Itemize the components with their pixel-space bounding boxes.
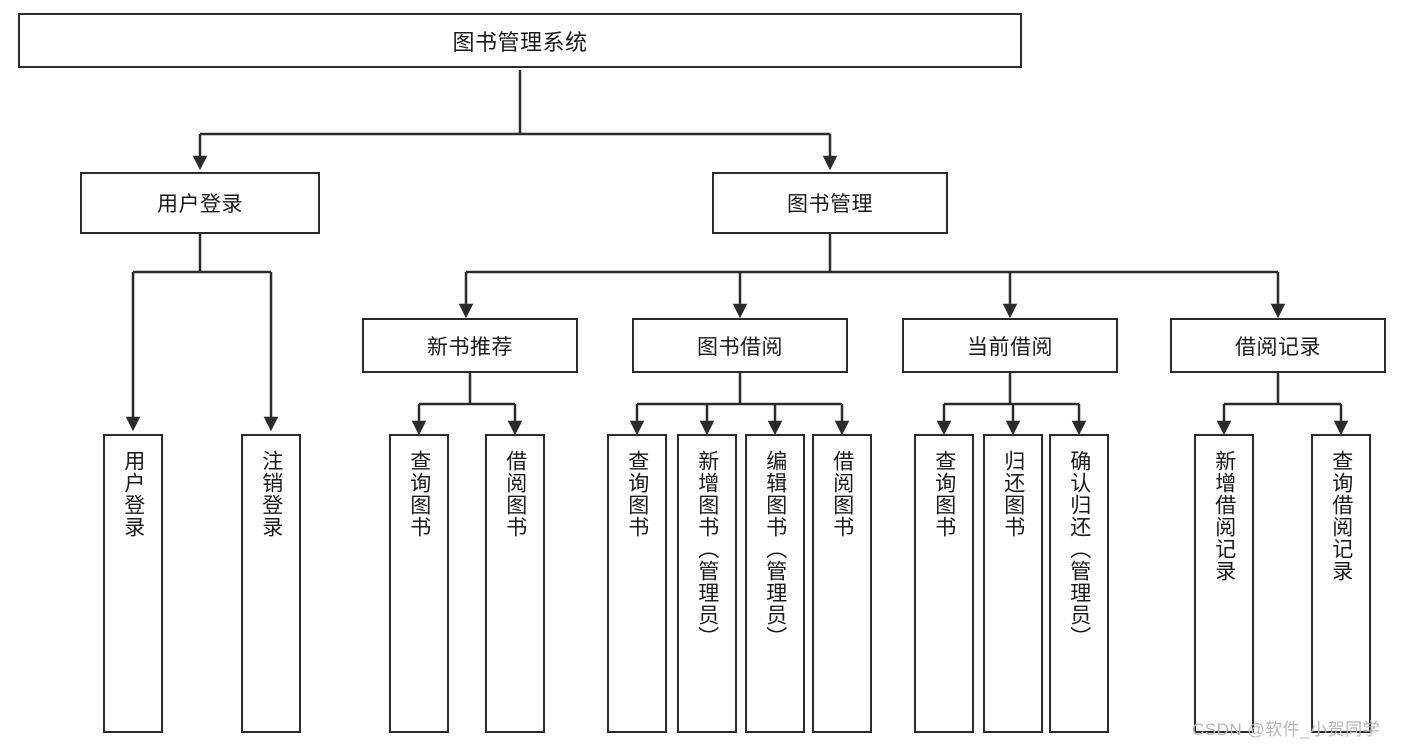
leaf-confirm-return-admin-label: 确认归还（管理员） [1067,450,1091,648]
leaf-logout-label: 注销登录 [259,450,283,538]
leaf-return-book[interactable]: 归还图书 [983,434,1043,733]
node-book-borrow-label: 图书借阅 [697,335,783,359]
node-user-login[interactable]: 用户登录 [80,172,320,234]
leaf-borrow-book-recommend[interactable]: 借阅图书 [485,434,545,733]
leaf-logout[interactable]: 注销登录 [241,434,301,733]
leaf-add-borrow-record[interactable]: 新增借阅记录 [1194,434,1254,733]
leaf-borrow-book-recommend-label: 借阅图书 [503,450,527,538]
node-user-login-label: 用户登录 [157,193,243,216]
node-new-book-recommend-label: 新书推荐 [427,335,513,359]
leaf-user-login-label: 用户登录 [121,450,145,538]
leaf-confirm-return-admin[interactable]: 确认归还（管理员） [1049,434,1109,733]
leaf-query-book-borrow[interactable]: 查询图书 [607,434,667,733]
leaf-add-borrow-record-label: 新增借阅记录 [1212,450,1236,582]
leaf-query-book-current[interactable]: 查询图书 [914,434,974,733]
node-root-label: 图书管理系统 [452,29,588,55]
node-book-management-label: 图书管理 [787,193,873,216]
node-root[interactable]: 图书管理系统 [18,13,1022,68]
leaf-edit-book-admin[interactable]: 编辑图书（管理员） [745,434,805,733]
leaf-query-book-recommend-label: 查询图书 [407,450,431,538]
node-book-management[interactable]: 图书管理 [712,172,948,234]
node-borrow-record[interactable]: 借阅记录 [1170,318,1386,373]
leaf-add-book-admin-label: 新增图书（管理员） [695,450,719,648]
node-current-borrow[interactable]: 当前借阅 [902,318,1118,373]
node-borrow-record-label: 借阅记录 [1235,335,1321,359]
leaf-add-book-admin[interactable]: 新增图书（管理员） [677,434,737,733]
leaf-edit-book-admin-label: 编辑图书（管理员） [763,450,787,648]
node-new-book-recommend[interactable]: 新书推荐 [362,318,578,373]
leaf-user-login[interactable]: 用户登录 [103,434,163,733]
leaf-return-book-label: 归还图书 [1001,450,1025,538]
leaf-query-borrow-record-label: 查询借阅记录 [1329,450,1353,582]
leaf-query-book-borrow-label: 查询图书 [625,450,649,538]
node-current-borrow-label: 当前借阅 [967,335,1053,359]
leaf-borrow-book-label: 借阅图书 [830,450,854,538]
leaf-query-book-recommend[interactable]: 查询图书 [389,434,449,733]
leaf-borrow-book[interactable]: 借阅图书 [812,434,872,733]
node-book-borrow[interactable]: 图书借阅 [632,318,848,373]
leaf-query-book-current-label: 查询图书 [932,450,956,538]
leaf-query-borrow-record[interactable]: 查询借阅记录 [1311,434,1371,733]
watermark-text: CSDN @软件_小贺同学 [1192,720,1381,739]
